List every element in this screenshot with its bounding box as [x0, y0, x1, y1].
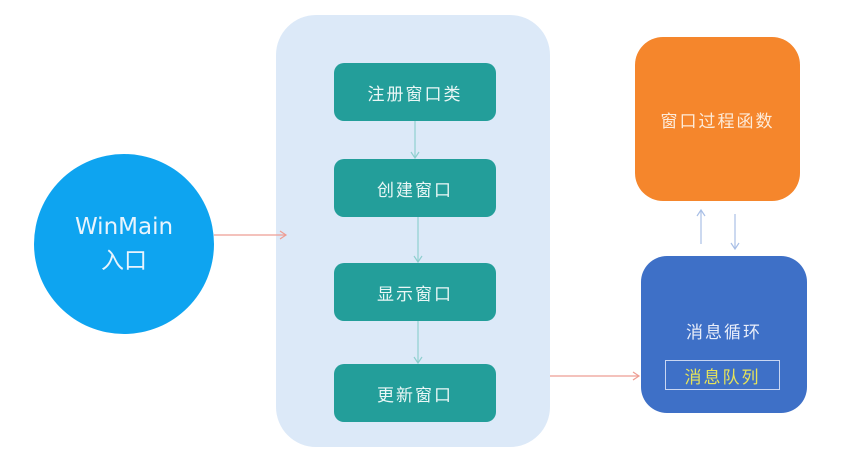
arrow-message-loop-to-window-proc: [696, 208, 706, 244]
arrow-create-to-show: [413, 217, 423, 264]
arrow-register-to-create: [410, 121, 420, 160]
step-label: 更新窗口: [377, 385, 453, 406]
step-create-window[interactable]: 创建窗口: [334, 159, 496, 217]
arrow-show-to-update: [413, 321, 423, 365]
step-register-class[interactable]: 注册窗口类: [334, 63, 496, 121]
window-procedure-node[interactable]: 窗口过程函数: [635, 37, 800, 201]
winmain-entry-node[interactable]: WinMain 入口: [34, 154, 214, 334]
arrow-entry-to-panel: [214, 230, 288, 240]
step-label: 显示窗口: [377, 284, 453, 305]
entry-title: WinMain: [74, 214, 174, 240]
step-update-window[interactable]: 更新窗口: [334, 364, 496, 422]
message-queue-box[interactable]: 消息队列: [665, 360, 780, 390]
message-queue-label: 消息队列: [684, 367, 761, 388]
step-label: 注册窗口类: [367, 84, 463, 105]
window-procedure-label: 窗口过程函数: [660, 111, 775, 132]
arrow-panel-to-message-loop: [550, 371, 641, 381]
step-show-window[interactable]: 显示窗口: [334, 263, 496, 321]
step-label: 创建窗口: [377, 180, 453, 201]
message-loop-label: 消息循环: [686, 323, 762, 343]
arrow-window-proc-to-message-loop: [730, 214, 740, 251]
entry-subtitle: 入口: [101, 248, 147, 274]
